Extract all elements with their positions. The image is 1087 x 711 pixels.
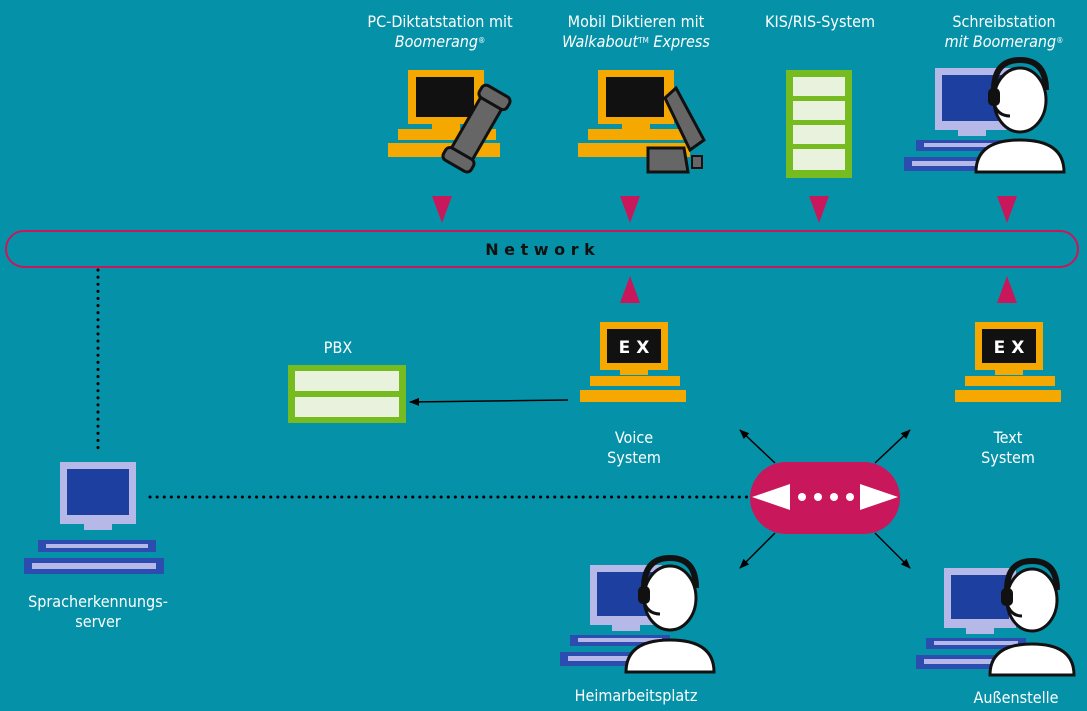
spracherkennungsserver-icon — [24, 462, 164, 574]
kis-ris-server-icon — [786, 70, 852, 178]
label-kis-ris: KIS/RIS-System — [765, 12, 875, 31]
hub-icon — [750, 462, 900, 534]
recorder-dock-icon — [646, 85, 706, 174]
label-voice-system: Voice System — [607, 428, 661, 467]
headset-person-icon — [988, 557, 1076, 677]
network-bus — [5, 230, 1079, 268]
label-aussenstelle: Außenstelle — [973, 688, 1059, 707]
arrow-pc-station — [432, 196, 452, 223]
hub-link-heim — [739, 532, 776, 569]
arrows-from-systems — [620, 276, 1017, 303]
voice-ex-label: E X — [619, 338, 650, 358]
label-text-system: Text System — [981, 428, 1035, 467]
mobil-diktieren-icon — [578, 70, 706, 174]
label-schreibstation: Schreibstation mit Boomerang® — [944, 12, 1064, 51]
text-system-icon: E X — [955, 322, 1061, 402]
arrow-voice — [620, 276, 640, 303]
heimarbeitsplatz-icon — [560, 554, 716, 674]
arrow-kis — [809, 196, 829, 223]
label-mobil-diktieren: Mobil Diktieren mit WalkaboutTM Express — [562, 12, 710, 51]
hub-link-aussen — [874, 532, 911, 569]
network-label: N e t w o r k — [485, 240, 595, 259]
arrow-mobile — [620, 196, 640, 223]
voice-system-icon: E X — [580, 322, 686, 402]
handset-icon — [441, 83, 512, 174]
label-pbx: PBX — [323, 338, 353, 357]
label-pc-diktatstation: PC-Diktatstation mit Boomerang® — [367, 12, 513, 51]
headset-person-icon — [974, 56, 1066, 174]
pc-diktatstation-icon — [388, 70, 512, 174]
voice-to-pbx-arrow — [409, 397, 569, 406]
arrow-schreib — [997, 196, 1017, 223]
label-heimarbeitsplatz: Heimarbeitsplatz — [574, 686, 698, 705]
headset-person-icon — [624, 554, 716, 674]
schreibstation-icon — [904, 56, 1066, 174]
hub-link-text — [874, 429, 911, 464]
aussenstelle-icon — [916, 557, 1076, 677]
arrows-to-network — [432, 196, 1017, 223]
label-spracherkennungsserver: Spracherkennungs- server — [28, 592, 168, 631]
hub-link-voice — [739, 429, 776, 464]
text-ex-label: E X — [994, 338, 1025, 358]
hub-links — [739, 429, 911, 569]
pbx-icon — [288, 365, 406, 423]
arrow-text — [997, 276, 1017, 303]
